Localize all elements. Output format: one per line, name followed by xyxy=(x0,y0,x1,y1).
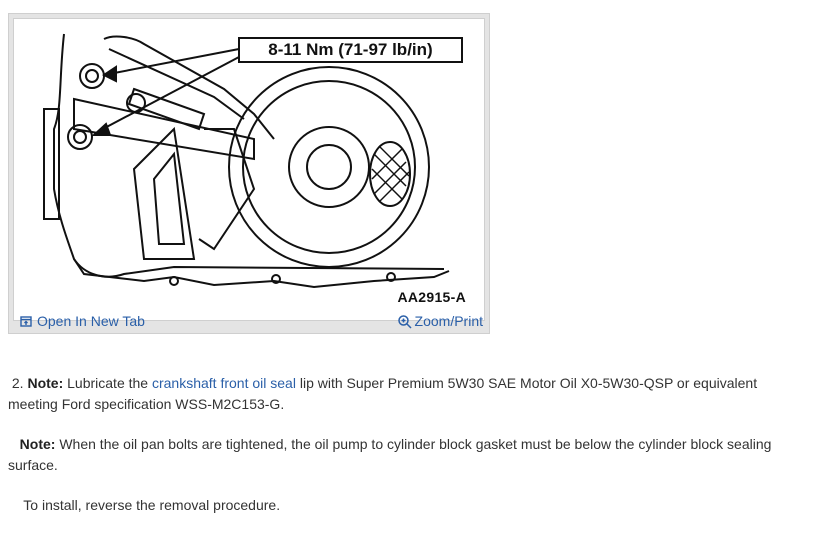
note-paragraph: Note: When the oil pan bolts are tighten… xyxy=(8,434,808,476)
step-2-paragraph: 2. Note: Lubricate the crankshaft front … xyxy=(8,373,808,415)
note-prefix xyxy=(8,436,20,452)
step-text-after-link: lip with Super Premium 5W30 SAE Motor Oi… xyxy=(8,375,758,412)
figure-card: 8-11 Nm (71-97 lb/in) AA2915-A Open In N… xyxy=(8,13,490,334)
install-text: To install, reverse the removal procedur… xyxy=(8,497,281,513)
step-text-before-link: Lubricate the xyxy=(63,375,152,391)
zoom-print-label: Zoom/Print xyxy=(414,313,483,329)
oil-pump-diagram xyxy=(43,33,450,289)
open-new-tab-link[interactable]: Open In New Tab xyxy=(20,313,145,329)
install-paragraph: To install, reverse the removal procedur… xyxy=(8,495,808,516)
open-new-tab-icon xyxy=(20,315,33,328)
note-label: Note: xyxy=(19,436,56,452)
note-label: Note: xyxy=(27,375,64,391)
zoom-icon xyxy=(397,314,412,329)
figure-id: AA2915-A xyxy=(397,289,466,305)
crankshaft-seal-link[interactable]: crankshaft front oil seal xyxy=(151,375,296,391)
open-new-tab-label: Open In New Tab xyxy=(37,313,145,329)
zoom-print-link[interactable]: Zoom/Print xyxy=(397,313,483,329)
torque-label: 8-11 Nm (71-97 lb/in) xyxy=(238,37,463,63)
step-prefix: 2. xyxy=(8,375,28,391)
note-text: When the oil pan bolts are tightened, th… xyxy=(8,436,772,473)
diagram-frame: 8-11 Nm (71-97 lb/in) AA2915-A xyxy=(13,18,485,321)
